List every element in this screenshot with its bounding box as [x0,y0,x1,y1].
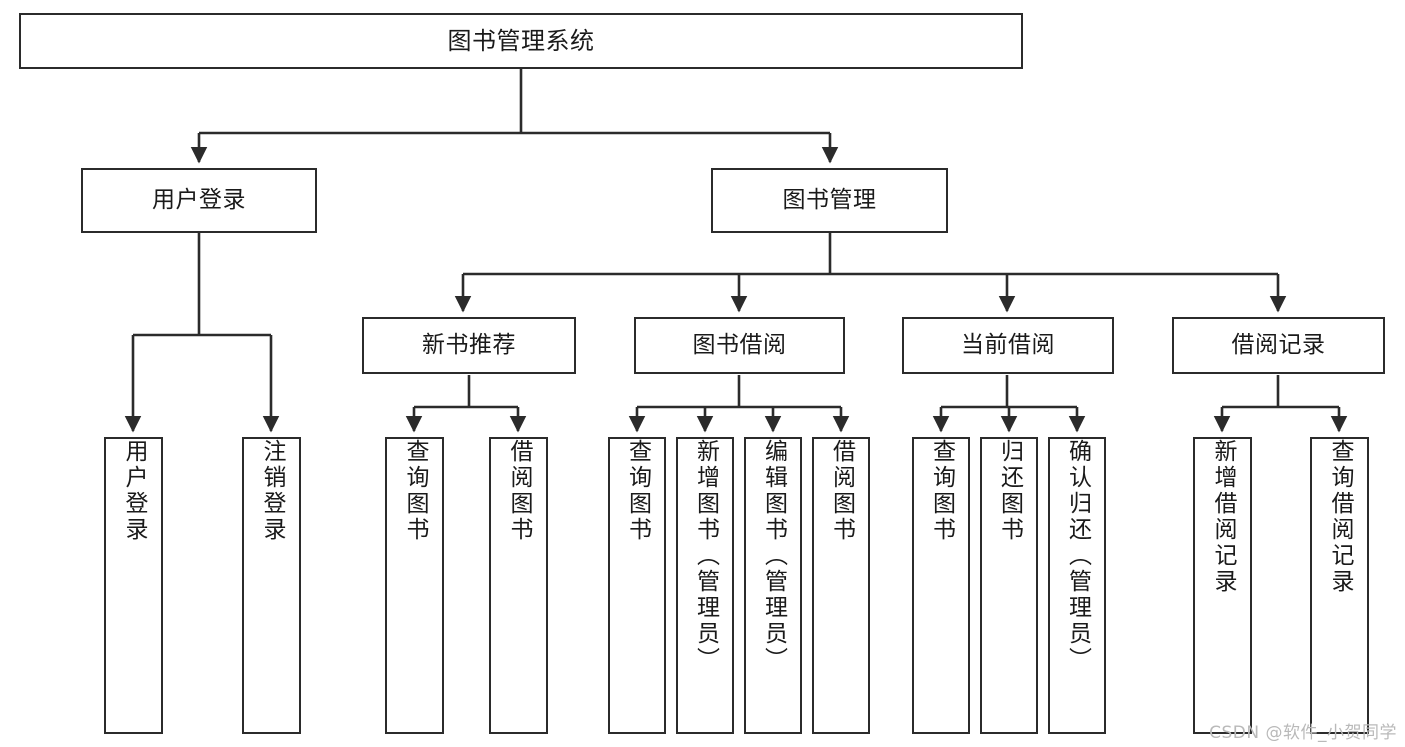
node-leaf-query-book-2-label: 查询图书 [624,439,651,543]
node-leaf-user-login-label: 用户登录 [121,439,147,543]
node-new-book-rec[interactable]: 新书推荐 [362,317,576,374]
node-leaf-return-book[interactable]: 归还图书 [980,437,1038,734]
node-leaf-query-book-3[interactable]: 查询图书 [912,437,970,734]
node-new-book-rec-label: 新书推荐 [422,331,516,358]
node-user-login-label: 用户登录 [152,186,246,213]
node-borrow-record[interactable]: 借阅记录 [1172,317,1385,374]
node-leaf-add-book[interactable]: 新增图书（管理员） [676,437,734,734]
node-book-manage-label: 图书管理 [782,186,877,213]
node-leaf-borrow-book-1-label: 借阅图书 [506,439,532,543]
node-leaf-user-login[interactable]: 用户登录 [104,437,163,734]
node-leaf-return-book-label: 归还图书 [996,439,1023,543]
node-leaf-logout-label: 注销登录 [259,439,285,543]
node-root[interactable]: 图书管理系统 [19,13,1023,69]
node-leaf-query-book-2[interactable]: 查询图书 [608,437,666,734]
node-book-manage[interactable]: 图书管理 [711,168,948,233]
node-leaf-borrow-book-2[interactable]: 借阅图书 [812,437,870,734]
node-leaf-confirm-return-label: 确认归还（管理员） [1064,439,1091,673]
node-leaf-query-record[interactable]: 查询借阅记录 [1310,437,1369,734]
node-leaf-query-book-1-label: 查询图书 [402,439,428,543]
node-leaf-borrow-book-2-label: 借阅图书 [828,439,855,543]
node-leaf-query-book-3-label: 查询图书 [928,439,955,543]
node-current-borrow-label: 当前借阅 [961,331,1055,358]
node-leaf-edit-book[interactable]: 编辑图书（管理员） [744,437,802,734]
node-leaf-query-book-1[interactable]: 查询图书 [385,437,444,734]
node-leaf-logout[interactable]: 注销登录 [242,437,301,734]
node-leaf-add-record-label: 新增借阅记录 [1210,439,1236,595]
node-root-label: 图书管理系统 [447,26,595,55]
node-leaf-confirm-return[interactable]: 确认归还（管理员） [1048,437,1106,734]
watermark-text: CSDN @软件_小贺同学 [1209,723,1397,743]
node-book-borrow-label: 图书借阅 [692,331,787,358]
node-current-borrow[interactable]: 当前借阅 [902,317,1114,374]
node-leaf-add-book-label: 新增图书（管理员） [692,439,719,673]
node-leaf-borrow-book-1[interactable]: 借阅图书 [489,437,548,734]
node-user-login[interactable]: 用户登录 [81,168,317,233]
node-leaf-add-record[interactable]: 新增借阅记录 [1193,437,1252,734]
node-borrow-record-label: 借阅记录 [1231,331,1326,358]
node-leaf-edit-book-label: 编辑图书（管理员） [760,439,787,673]
node-book-borrow[interactable]: 图书借阅 [634,317,845,374]
node-leaf-query-record-label: 查询借阅记录 [1327,439,1353,595]
